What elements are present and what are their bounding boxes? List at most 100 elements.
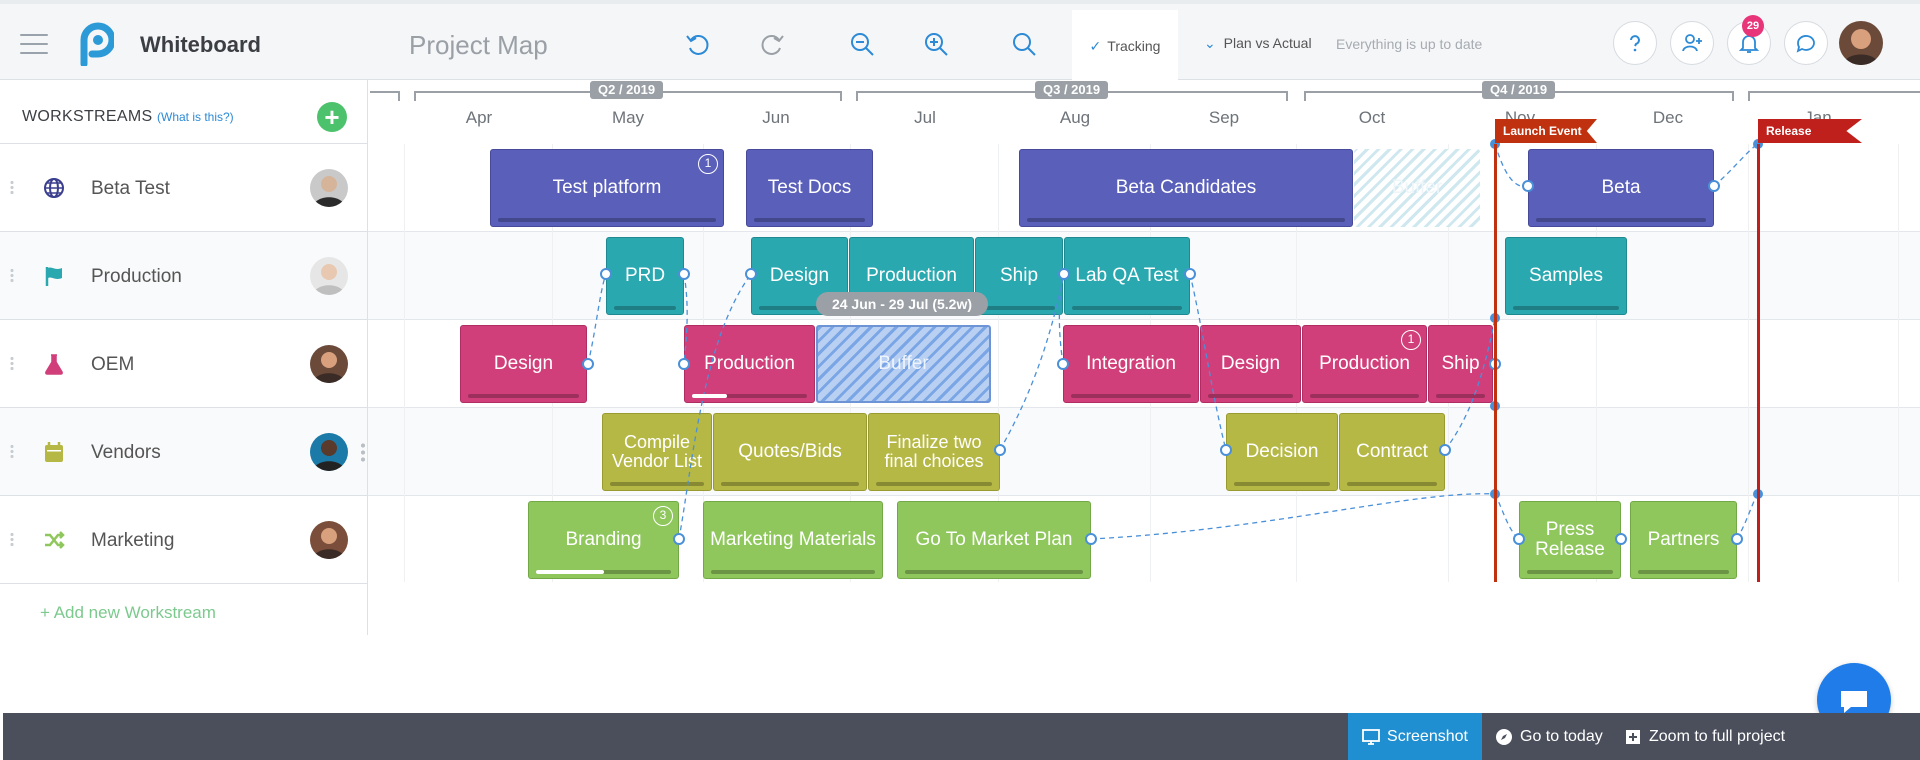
- grid-line: [1898, 144, 1899, 582]
- task-bar[interactable]: Design: [1200, 325, 1301, 403]
- drag-handle[interactable]: [10, 268, 14, 284]
- sidebar-resize-handle[interactable]: [360, 442, 366, 464]
- task-bar[interactable]: Contract: [1339, 413, 1445, 491]
- compass-icon: [1496, 728, 1512, 745]
- add-workstream-link[interactable]: + Add new Workstream: [40, 603, 216, 622]
- month-label: Jul: [914, 108, 936, 127]
- grid-line: [404, 144, 405, 582]
- task-bar[interactable]: Beta Candidates: [1019, 149, 1353, 227]
- workstream-name: Vendors: [91, 442, 161, 463]
- what-is-this-link[interactable]: (What is this?): [157, 110, 234, 124]
- drag-handle[interactable]: [10, 180, 14, 196]
- bottom-toolbar: Screenshot Go to today Zoom to full proj…: [3, 713, 1920, 760]
- lane-oem: [368, 320, 1920, 408]
- shuffle-icon: [45, 531, 65, 549]
- top-toolbar: Whiteboard Project Map ✓ Tracking ⌄ Plan…: [0, 0, 1920, 82]
- task-bar[interactable]: Test platform 1: [490, 149, 724, 227]
- task-bar[interactable]: Marketing Materials: [703, 501, 883, 579]
- app-logo: [80, 22, 114, 66]
- quarter-label: Q3 / 2019: [1035, 81, 1109, 99]
- timeline-canvas[interactable]: Q2 / 2019 Q3 / 2019 Q4 / 2019 Apr May Ju…: [368, 80, 1920, 582]
- milestone-flag-release[interactable]: Release: [1758, 119, 1862, 143]
- user-avatar[interactable]: [1839, 21, 1883, 65]
- chat-button[interactable]: [1784, 21, 1828, 65]
- go-to-today-button[interactable]: Go to today: [1495, 713, 1603, 760]
- workstream-production[interactable]: Production: [0, 232, 367, 320]
- task-bar[interactable]: Compile Vendor List: [602, 413, 712, 491]
- task-bar[interactable]: Partners: [1630, 501, 1737, 579]
- buffer-bar[interactable]: Buffer: [816, 325, 991, 403]
- zoom-full-project-button[interactable]: Zoom to full project: [1624, 713, 1785, 760]
- milestone-flag-launch-event[interactable]: Launch Event: [1495, 119, 1597, 143]
- plan-vs-actual-toggle[interactable]: ⌄ Plan vs Actual: [1204, 35, 1312, 51]
- grid-line: [1748, 144, 1749, 582]
- workstream-name: Beta Test: [91, 178, 170, 199]
- quarter-bracket: [1748, 91, 1920, 101]
- add-workstream-button[interactable]: +: [317, 102, 347, 132]
- avatar[interactable]: [310, 433, 348, 471]
- chat-bubble-icon: [1841, 691, 1867, 713]
- grid-line: [998, 144, 999, 582]
- undo-icon[interactable]: [683, 30, 711, 58]
- task-bar[interactable]: Beta: [1528, 149, 1714, 227]
- monitor-icon: [1362, 728, 1380, 745]
- workstream-beta-test[interactable]: Beta Test: [0, 144, 367, 232]
- chat-icon: [1796, 35, 1815, 53]
- milestone-line: [1757, 144, 1760, 582]
- notification-count-badge: 29: [1742, 15, 1764, 37]
- add-user-button[interactable]: [1670, 21, 1714, 65]
- redo-icon[interactable]: [759, 30, 787, 58]
- drag-handle[interactable]: [10, 532, 14, 548]
- screenshot-button[interactable]: Screenshot: [1348, 713, 1482, 760]
- month-label: Aug: [1059, 108, 1091, 127]
- task-bar[interactable]: Samples: [1505, 237, 1627, 315]
- plus-square-icon: [1626, 729, 1640, 744]
- zoom-in-icon[interactable]: [922, 30, 950, 58]
- task-bar[interactable]: Design: [460, 325, 587, 403]
- zoom-out-icon[interactable]: [848, 30, 876, 58]
- task-bar[interactable]: Ship: [1428, 325, 1493, 403]
- month-label: Jun: [762, 108, 790, 127]
- calendar-icon: [45, 442, 63, 462]
- task-bar[interactable]: Production: [684, 325, 815, 403]
- progress-indicator: [536, 570, 604, 574]
- avatar[interactable]: [310, 169, 348, 207]
- drag-handle[interactable]: [10, 356, 14, 372]
- comment-count-badge: 3: [653, 506, 673, 526]
- buffer-bar[interactable]: Buffer: [1354, 149, 1480, 227]
- menu-icon[interactable]: [20, 34, 48, 54]
- task-bar[interactable]: Press Release: [1519, 501, 1621, 579]
- milestone-line: [1494, 144, 1497, 582]
- month-label: Dec: [1652, 108, 1684, 127]
- task-bar[interactable]: Quotes/Bids: [713, 413, 867, 491]
- add-user-icon: [1682, 34, 1702, 52]
- drag-handle[interactable]: [10, 444, 14, 460]
- avatar[interactable]: [310, 257, 348, 295]
- quarter-label: Q2 / 2019: [590, 81, 664, 99]
- tracking-toggle[interactable]: ✓ Tracking: [1072, 10, 1178, 82]
- quarter-bracket: [370, 91, 400, 101]
- task-bar[interactable]: Lab QA Test: [1064, 237, 1190, 315]
- task-bar[interactable]: Test Docs: [746, 149, 873, 227]
- workstream-name: Marketing: [91, 530, 175, 551]
- workstream-name: Production: [91, 266, 182, 287]
- help-button[interactable]: [1613, 21, 1657, 65]
- task-bar[interactable]: Finalize two final choices: [868, 413, 1000, 491]
- task-bar[interactable]: Ship: [975, 237, 1063, 315]
- workstream-oem[interactable]: OEM: [0, 320, 367, 408]
- month-label: May: [611, 108, 645, 127]
- workstream-marketing[interactable]: Marketing: [0, 496, 367, 584]
- task-bar[interactable]: Decision: [1226, 413, 1338, 491]
- task-bar[interactable]: Go To Market Plan: [897, 501, 1091, 579]
- avatar[interactable]: [310, 521, 348, 559]
- month-label: Apr: [465, 108, 493, 127]
- workstreams-sidebar: WORKSTREAMS (What is this?) + Beta Test …: [0, 80, 368, 635]
- workstream-vendors[interactable]: Vendors: [0, 408, 367, 496]
- task-bar[interactable]: PRD: [606, 237, 684, 315]
- flag-icon: [45, 267, 62, 286]
- task-bar[interactable]: Production 1: [1302, 325, 1427, 403]
- avatar[interactable]: [310, 345, 348, 383]
- task-bar[interactable]: Integration: [1063, 325, 1199, 403]
- search-icon[interactable]: [1010, 30, 1038, 58]
- chevron-down-icon: ⌄: [1204, 35, 1216, 51]
